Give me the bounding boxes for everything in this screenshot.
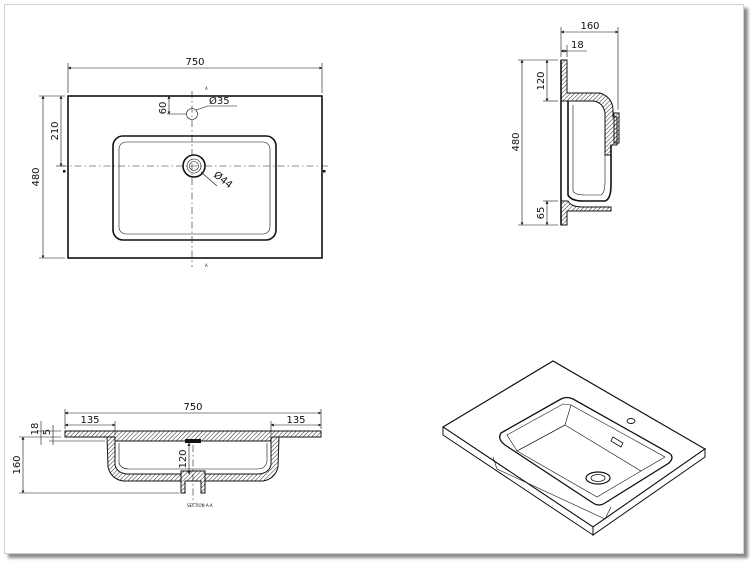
mount-mark-right <box>323 170 326 173</box>
side-section-back-wall <box>560 59 618 156</box>
side-section-front-lip <box>560 200 612 226</box>
section-marker-top: A <box>205 86 208 91</box>
dim-side-bottom-lip: 65 <box>536 207 547 220</box>
drain-outer <box>182 154 206 178</box>
front-section-caption: SECTION A-A <box>187 503 213 508</box>
iso-overflow <box>610 436 624 448</box>
top-view: A A 750 480 210 60 Ø35 Ø44 <box>31 57 331 268</box>
dim-front-right-margin: 135 <box>286 415 305 426</box>
iso-tap-hole <box>626 418 636 424</box>
front-section-bowl-inner <box>118 443 268 470</box>
dim-tap-offset: 210 <box>50 121 61 140</box>
drawing-sheet: A A 750 480 210 60 Ø35 Ø44 <box>4 4 744 554</box>
top-view-bowl-inner <box>118 141 271 235</box>
front-section-right-wall <box>204 436 280 482</box>
iso-bowl-right-wall <box>564 404 666 472</box>
isometric-view <box>441 360 707 536</box>
dim-tap-hole-diameter: Ø35 <box>209 95 230 107</box>
front-section-overflow <box>185 439 201 443</box>
top-view-bowl-outer <box>112 135 277 241</box>
iso-bowl-floor <box>516 450 642 498</box>
dim-side-top-lip: 120 <box>536 71 547 90</box>
dim-front-bowl-depth: 120 <box>178 449 189 468</box>
dim-tap-edge: 60 <box>158 102 169 115</box>
dim-side-slab: 18 <box>571 40 584 51</box>
side-section-bowl <box>567 101 612 202</box>
front-section-view: SECTION A-A 750 135 135 160 18 5 120 <box>12 402 322 508</box>
iso-bowl-crease <box>516 424 566 452</box>
side-section-bowl-inner <box>572 105 606 196</box>
iso-drain-inner <box>590 474 606 482</box>
drain-inner <box>189 161 199 171</box>
dim-side-depth: 160 <box>580 21 599 32</box>
top-view-slab-outline <box>67 95 323 259</box>
side-section-view: 160 18 480 120 65 <box>511 21 620 226</box>
mount-mark-left <box>63 170 66 173</box>
dim-top-height: 480 <box>31 167 42 186</box>
drain-mid <box>186 158 202 174</box>
dim-front-width: 750 <box>183 402 202 413</box>
front-section-left-wall <box>106 436 182 482</box>
front-section-drain <box>180 470 206 494</box>
dim-front-slab: 18 <box>30 423 41 436</box>
dim-drain-diameter: Ø44 <box>211 169 235 191</box>
dim-front-height: 160 <box>12 455 23 474</box>
section-marker-bottom: A <box>205 263 208 268</box>
dim-front-left-margin: 135 <box>80 415 99 426</box>
dim-side-height: 480 <box>511 132 522 151</box>
dim-top-width: 750 <box>185 57 204 68</box>
leader-drain <box>200 171 218 187</box>
dim-front-small: 5 <box>42 429 53 435</box>
tap-hole <box>186 108 198 120</box>
iso-bowl-back-wall <box>506 403 572 452</box>
side-section-drain-boss <box>613 112 620 144</box>
leader-tap-hole <box>195 105 237 111</box>
iso-bowl-underside <box>492 456 612 520</box>
iso-slab-side-edge <box>592 448 706 536</box>
technical-drawing: A A 750 480 210 60 Ø35 Ø44 <box>12 21 707 536</box>
